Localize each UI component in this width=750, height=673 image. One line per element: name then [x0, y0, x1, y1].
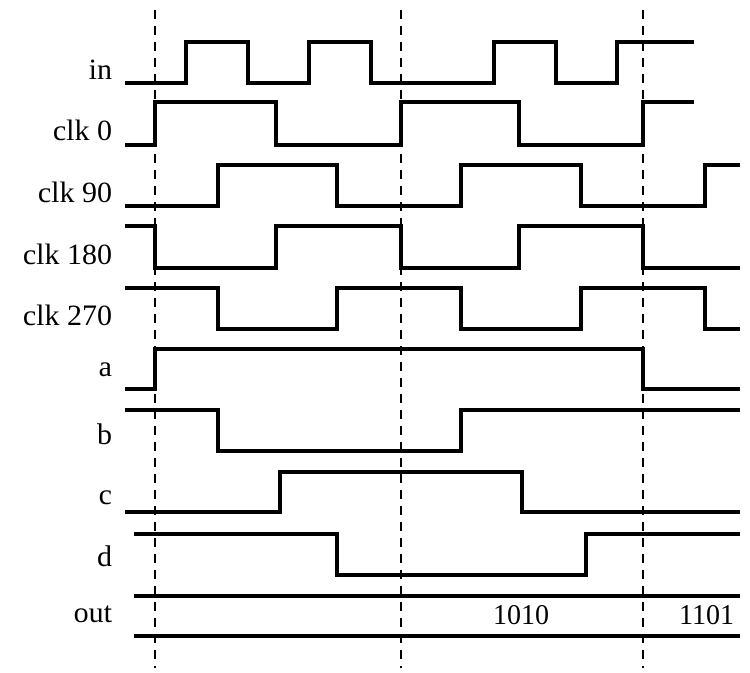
bus-value-1010: 1010	[493, 600, 549, 631]
waveform-clk0	[125, 100, 694, 147]
waveform-b	[125, 408, 740, 453]
waveform-d	[134, 532, 740, 577]
waveform-in	[125, 40, 694, 85]
signal-label-b: b	[97, 418, 112, 451]
signal-label-clk180: clk 180	[23, 238, 112, 271]
signal-label-d: d	[97, 540, 112, 573]
signal-label-clk90: clk 90	[38, 176, 112, 209]
signal-label-out: out	[74, 596, 113, 629]
bus-value-1101: 1101	[679, 600, 734, 631]
dashed-timing-markers	[154, 10, 644, 668]
signal-label-in: in	[89, 53, 112, 86]
out-bus: 1010 1101	[134, 594, 740, 638]
waveform-a	[125, 347, 740, 391]
signal-labels: in clk 0 clk 90 clk 180 clk 270 a b c d …	[23, 53, 113, 629]
signal-label-a: a	[99, 350, 112, 383]
signal-label-clk270: clk 270	[23, 299, 112, 332]
signal-label-c: c	[99, 478, 112, 511]
waveform-clk180	[125, 224, 740, 270]
waveform-clk270	[125, 286, 740, 331]
signal-label-clk0: clk 0	[53, 114, 112, 147]
waveform-clk90	[125, 163, 740, 208]
waveform-c	[125, 470, 740, 514]
waveforms	[125, 40, 740, 577]
